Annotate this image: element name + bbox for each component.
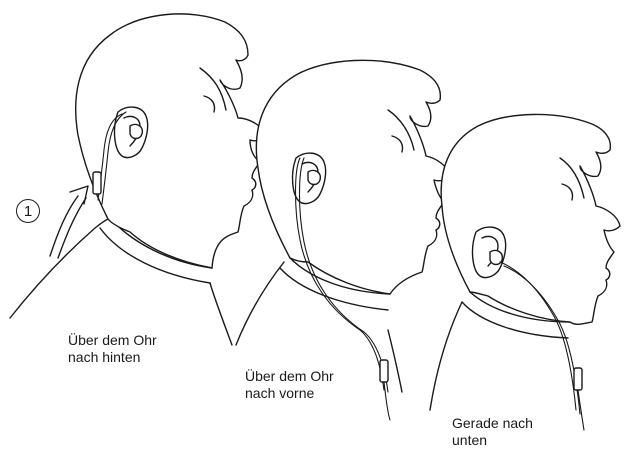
caption-straight-down: Gerade nach unten (452, 415, 533, 449)
caption-over-ear-front: Über dem Ohr nach vorne (245, 368, 334, 402)
head-over-ear-back (10, 14, 266, 345)
arrow-up-icon (50, 186, 88, 258)
caption-line: unten (452, 432, 533, 449)
caption-line: Über dem Ohr (68, 332, 157, 349)
head-over-ear-front (236, 60, 450, 420)
caption-line: nach vorne (245, 385, 334, 402)
step-number-marker: 1 (16, 199, 40, 223)
head-straight-down (430, 114, 620, 430)
caption-over-ear-back: Über dem Ohr nach hinten (68, 332, 157, 366)
caption-line: Gerade nach (452, 415, 533, 432)
caption-line: nach hinten (68, 349, 157, 366)
caption-line: Über dem Ohr (245, 368, 334, 385)
